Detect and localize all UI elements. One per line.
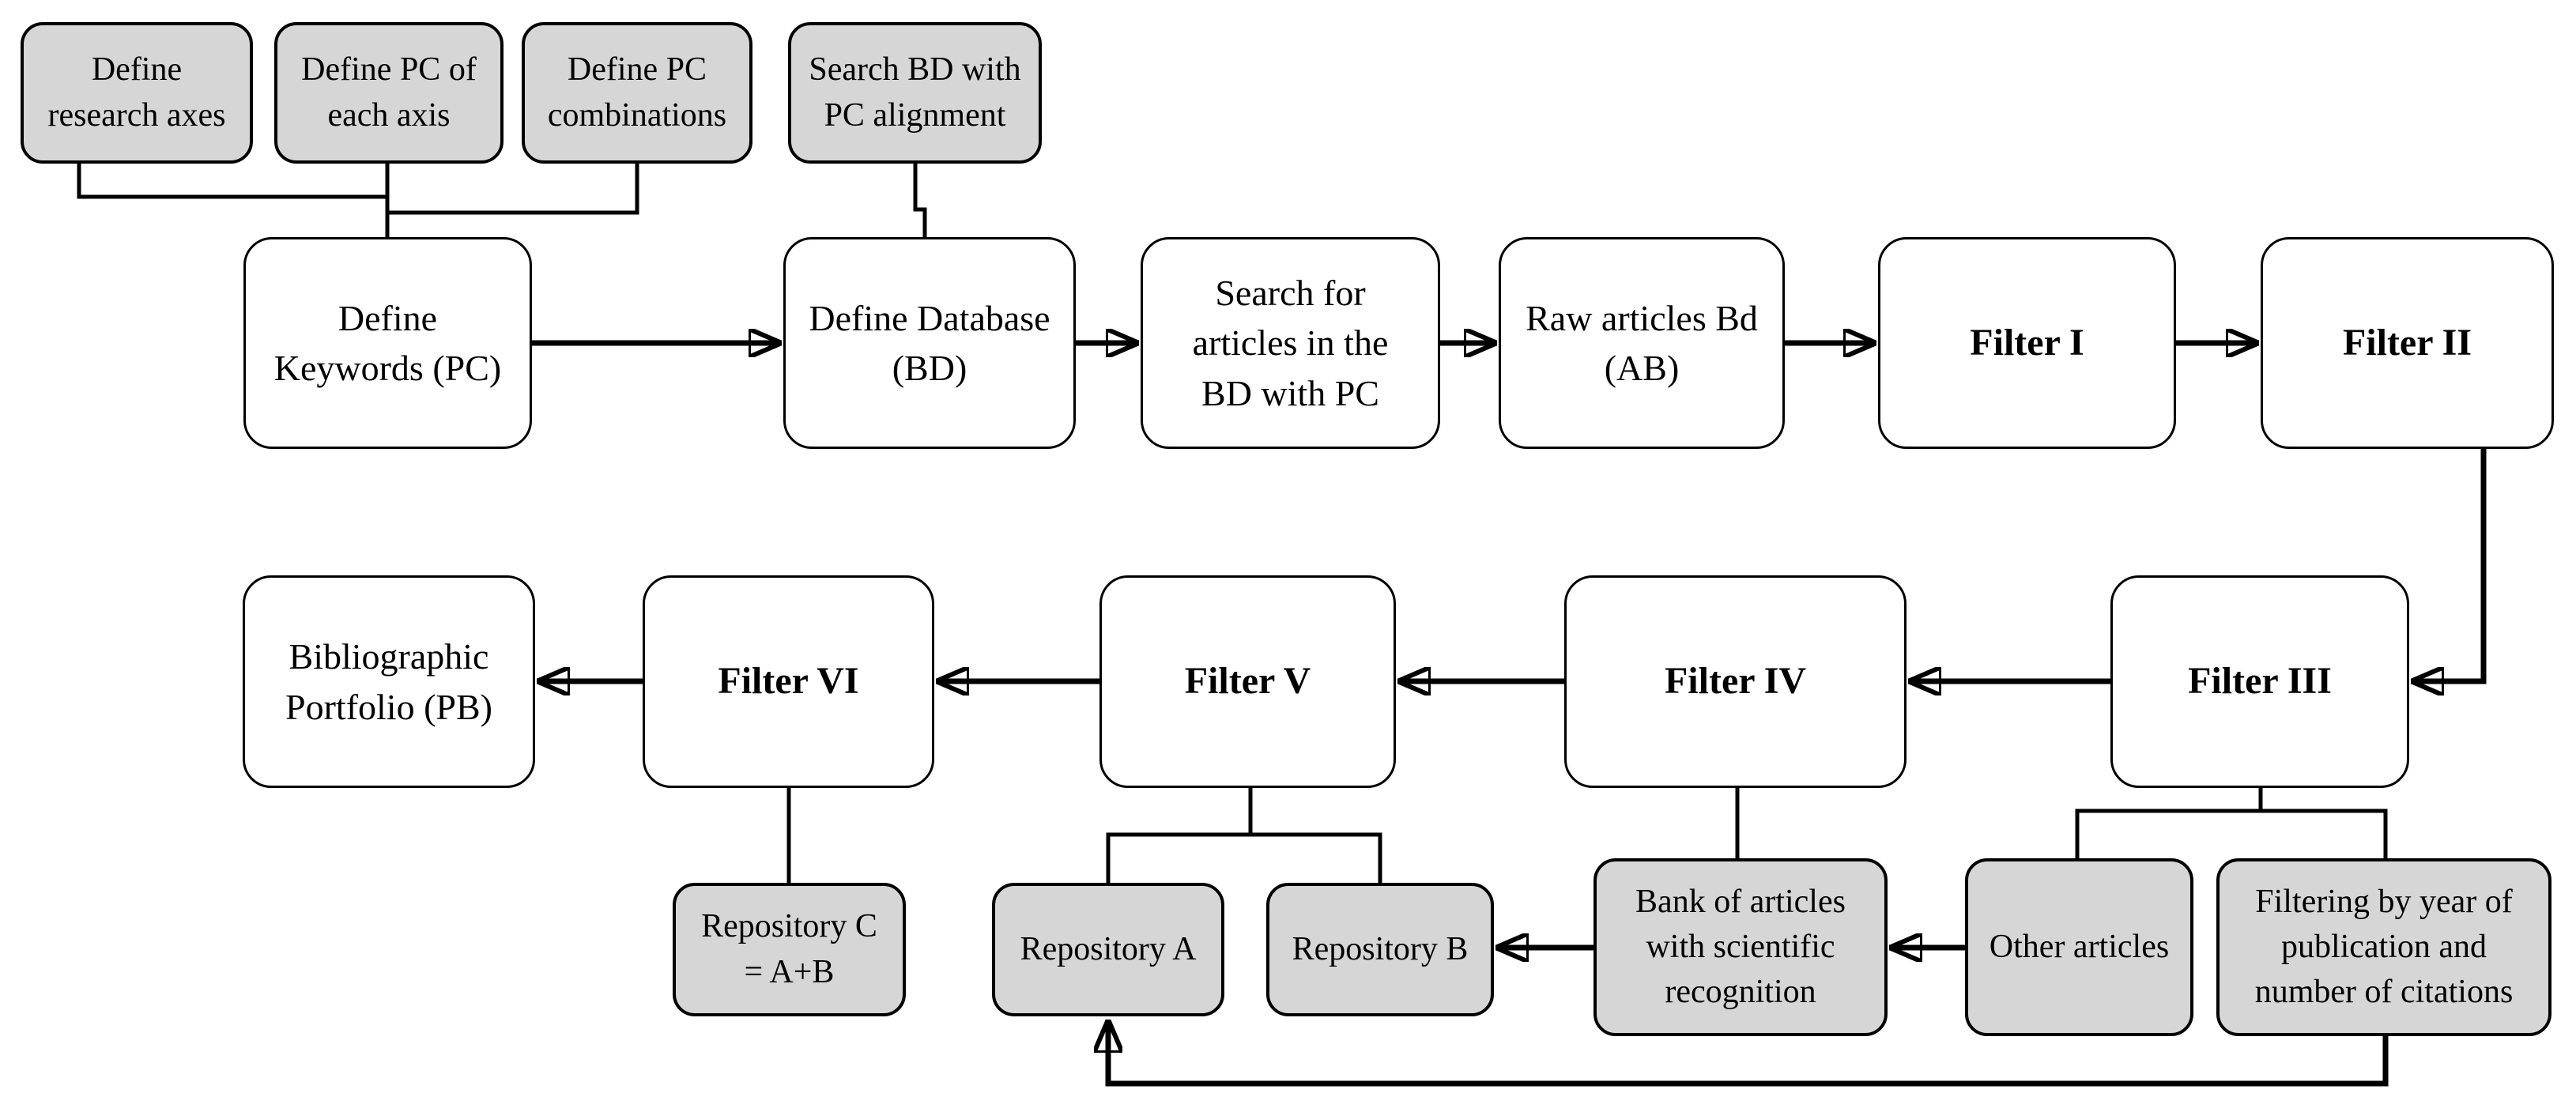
connector-pc-combinations-to-keywords — [389, 164, 639, 215]
node-bank-of-articles: Bank of articles with scientific recogni… — [1593, 858, 1888, 1036]
node-filter-1-label: Filter I — [1970, 321, 2084, 364]
node-other-articles-label: Other articles — [1989, 928, 2170, 965]
node-repository-b-label: Repository B — [1292, 930, 1469, 967]
node-define-pc-each-axis-label: Define PC of each axis — [301, 51, 477, 134]
node-repository-a-label: Repository A — [1020, 930, 1197, 967]
node-filter-6: Filter VI — [643, 575, 934, 788]
node-repository-c: Repository C = A+B — [673, 883, 906, 1016]
connector-filter5-split-to-repositories-a-b — [1106, 832, 1382, 883]
connector-filter3-split-to-other-filtering — [2075, 809, 2388, 858]
node-raw-articles-label: Raw articles Bd (AB) — [1526, 297, 1758, 388]
node-filter-3: Filter III — [2110, 575, 2409, 788]
node-filter-4: Filter IV — [1564, 575, 1907, 788]
node-filtering-by-year: Filtering by year of publication and num… — [2216, 858, 2551, 1036]
node-search-bd-pc-alignment-label: Search BD with PC alignment — [809, 51, 1021, 134]
node-define-keywords-label: Define Keywords (PC) — [273, 297, 502, 388]
node-bank-of-articles-label: Bank of articles with scientific recogni… — [1635, 883, 1846, 1011]
node-filter-2: Filter II — [2261, 237, 2554, 449]
node-define-database: Define Database (BD) — [783, 237, 1076, 449]
node-filter-3-label: Filter III — [2188, 660, 2332, 703]
node-filter-6-label: Filter VI — [718, 660, 859, 703]
node-define-research-axes: Define research axes — [21, 22, 253, 164]
node-define-keywords: Define Keywords (PC) — [243, 237, 532, 449]
connector-research-axes-to-keywords — [77, 164, 389, 199]
node-define-database-label: Define Database (BD) — [809, 297, 1050, 388]
node-define-pc-combinations-label: Define PC combinations — [547, 51, 727, 134]
node-raw-articles: Raw articles Bd (AB) — [1499, 237, 1785, 449]
node-filter-1: Filter I — [1878, 237, 2176, 449]
node-filter-2-label: Filter II — [2342, 321, 2472, 364]
node-define-research-axes-label: Define research axes — [47, 51, 226, 134]
connector-bd-alignment-to-database — [913, 164, 927, 237]
node-define-pc-combinations: Define PC combinations — [522, 22, 752, 164]
node-search-bd-pc-alignment: Search BD with PC alignment — [788, 22, 1042, 164]
node-search-articles: Search for articles in the BD with PC — [1141, 237, 1440, 449]
node-repository-c-label: Repository C = A+B — [701, 908, 877, 990]
node-bibliographic-portfolio: Bibliographic Portfolio (PB) — [243, 575, 535, 788]
node-filter-5-label: Filter V — [1184, 660, 1311, 703]
node-repository-b: Repository B — [1266, 883, 1494, 1016]
node-bibliographic-portfolio-label: Bibliographic Portfolio (PB) — [285, 636, 492, 727]
node-other-articles: Other articles — [1965, 858, 2193, 1036]
node-search-articles-label: Search for articles in the BD with PC — [1192, 272, 1389, 413]
node-filter-5: Filter V — [1099, 575, 1396, 788]
node-filter-4-label: Filter IV — [1664, 660, 1807, 703]
node-filtering-by-year-label: Filtering by year of publication and num… — [2254, 883, 2514, 1011]
node-define-pc-each-axis: Define PC of each axis — [274, 22, 504, 164]
arrow-filtering-by-year-to-repository-a — [1108, 1020, 2389, 1087]
node-repository-a: Repository A — [992, 883, 1224, 1016]
arrow-filter2-to-filter3 — [2411, 449, 2487, 681]
